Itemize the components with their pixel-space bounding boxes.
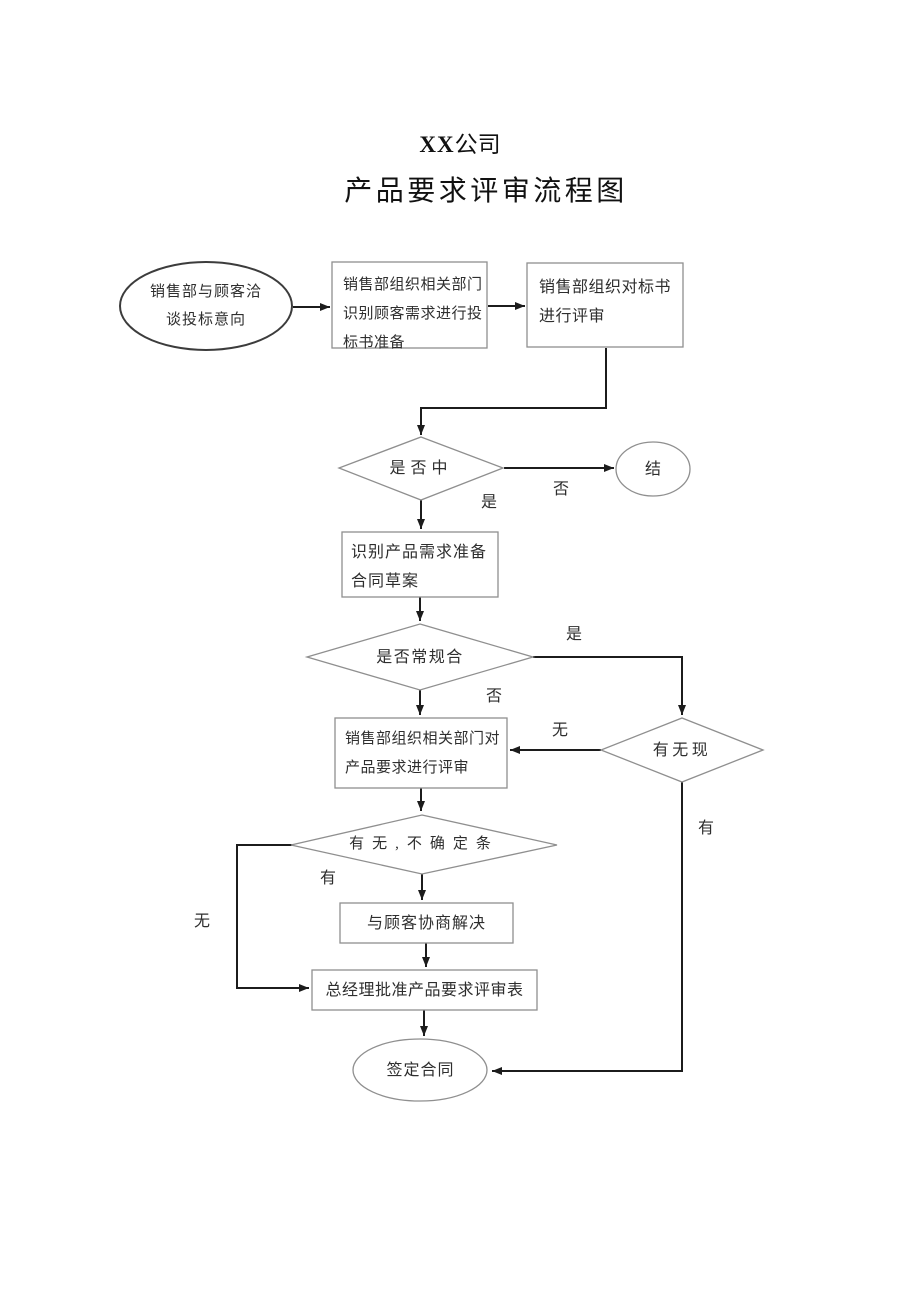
edge-decision-normal-yes-to-decision-existing	[533, 656, 686, 715]
edge-label-win-no: 否	[553, 481, 570, 498]
end-ellipse-shape	[615, 441, 691, 497]
start-ellipse-shape	[119, 261, 293, 351]
edge-label-uncertain-yes: 有	[320, 870, 337, 887]
edge-reviewbid-to-decision-win	[417, 348, 607, 435]
decision-normal-diamond-shape	[304, 623, 536, 691]
edge-label-normal-yes: 是	[566, 626, 583, 643]
page-title: XX公司	[0, 131, 920, 159]
decision-uncertain-diamond-shape	[290, 814, 558, 875]
node-decision-uncertain: 有无,不确定条	[349, 836, 499, 852]
node-negotiate: 与顾客协商解决	[366, 914, 486, 932]
edge-decision-existing-yes-to-sign	[492, 782, 683, 1075]
node-end: 结	[644, 460, 661, 478]
review-req-box-shape	[334, 717, 508, 789]
prepare-bid-box-shape	[331, 261, 488, 349]
edge-label-uncertain-no: 无	[194, 913, 211, 930]
node-decision-normal: 是否常规合	[376, 648, 464, 666]
edge-label-existing-yes: 有	[698, 820, 715, 837]
node-prepare-bid: 销售部组织相关部门 识别顾客需求进行投 标书准备	[343, 277, 483, 351]
approve-box-shape	[311, 969, 538, 1011]
page-subtitle: 产品要求评审流程图	[344, 176, 628, 207]
edge-label-win-yes: 是	[481, 494, 498, 511]
node-start: 销售部与顾客洽 谈投标意向	[149, 284, 262, 328]
node-approve: 总经理批准产品要求评审表	[325, 981, 524, 999]
edge-decision-uncertain-no-to-approve	[236, 844, 309, 992]
review-bid-box-shape	[526, 262, 684, 348]
identify-req-box-shape	[341, 531, 499, 598]
page-title-company-code: XX	[419, 132, 455, 157]
node-decision-existing: 有无现	[652, 741, 712, 759]
page-title-company-word: 公司	[454, 132, 501, 157]
node-review-bid: 销售部组织对标书 进行评审	[539, 279, 672, 325]
decision-existing-diamond-shape	[599, 717, 765, 783]
sign-ellipse-shape	[352, 1038, 488, 1102]
node-sign: 签定合同	[386, 1061, 455, 1079]
node-decision-win: 是否中	[389, 460, 453, 477]
negotiate-box-shape	[339, 902, 514, 944]
node-review-req: 销售部组织相关部门对 产品要求进行评审	[345, 731, 501, 776]
edge-label-existing-no: 无	[552, 722, 569, 739]
node-identify-req: 识别产品需求准备 合同草案	[351, 544, 488, 590]
decision-win-diamond-shape	[337, 436, 505, 501]
edge-label-normal-no: 否	[486, 688, 503, 705]
